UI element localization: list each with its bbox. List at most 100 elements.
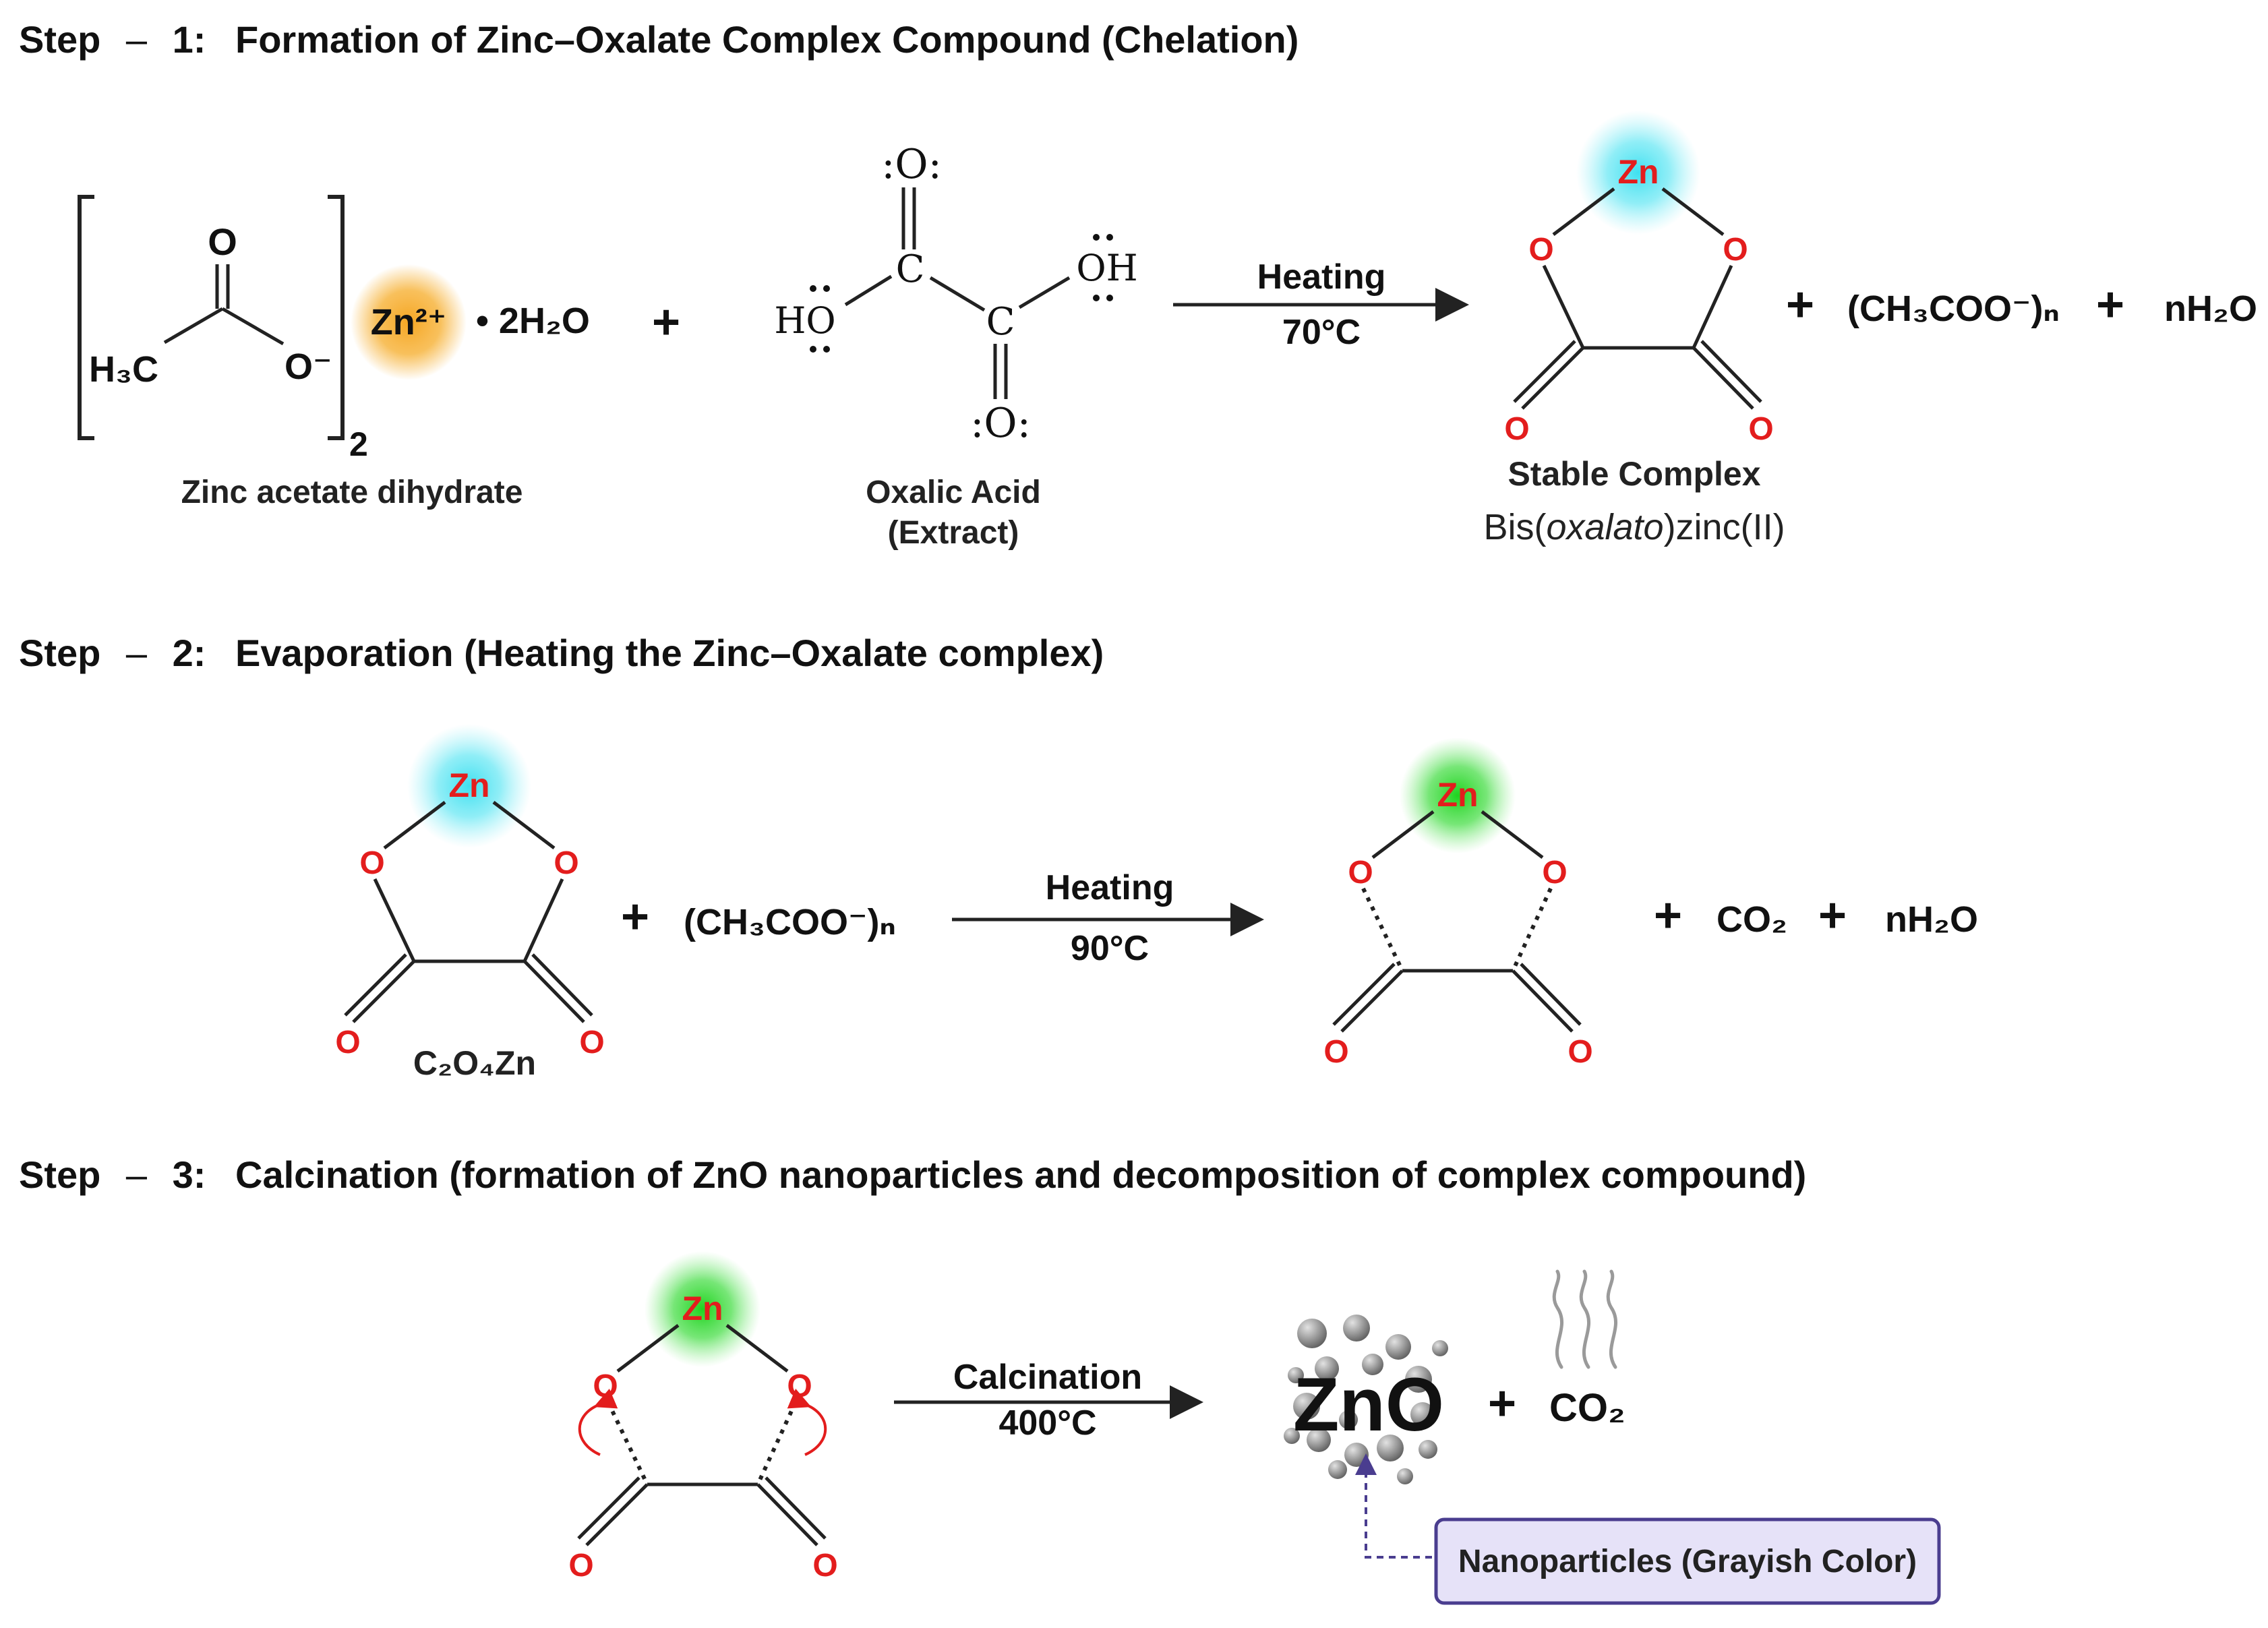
nanoparticle-sphere: [1397, 1468, 1413, 1484]
nanoparticle-sphere: [1339, 1410, 1358, 1429]
zinc-acetate-structure: 2 O H₃C O⁻: [78, 195, 368, 463]
reactant-oxygen-bottom-left: O: [335, 1025, 360, 1060]
product-complex-structure: [1332, 810, 1582, 1033]
plus-sign: +: [652, 295, 680, 349]
nanoparticle-sphere: [1293, 1393, 1320, 1420]
oxalic-carbon-1: C: [896, 247, 925, 291]
step-word: Step: [19, 18, 100, 61]
bond-ch3-c: [163, 307, 224, 344]
carboxylate-oxygen: O⁻: [285, 346, 332, 387]
arrow-3-condition-top: Calcination: [953, 1358, 1142, 1397]
nanoparticle-sphere: [1419, 1440, 1437, 1459]
arrow-3-condition-bottom: 400°C: [998, 1404, 1096, 1443]
zn-complex-glow-green: [1400, 737, 1516, 853]
calcination-oxygen-left: O: [593, 1368, 618, 1404]
arrow-1-condition-top: Heating: [1257, 258, 1386, 297]
nanoparticle-label-box: [1434, 1517, 1941, 1605]
calcination-oxygen-bottom-right: O: [812, 1548, 837, 1584]
step-number: 1:: [173, 18, 206, 61]
step-3: Step – 3: Calcination (formation of ZnO …: [19, 1153, 1941, 1605]
water-product: nH₂O: [1885, 899, 1978, 940]
oxalic-carbon-2: C: [986, 300, 1015, 344]
iupac-prefix: Bis(: [1483, 507, 1546, 547]
plus-sign: +: [1488, 1377, 1516, 1430]
zn-ion: Zn²⁺: [371, 302, 446, 342]
left-bracket: [78, 195, 94, 440]
complex-iupac-name: Bis(oxalato)zinc(II): [1483, 507, 1785, 547]
zn-complex-glow: [1576, 111, 1700, 235]
step-2: Step – 2: Evaporation (Heating the Zinc–…: [19, 632, 1978, 1082]
right-bracket: [328, 195, 345, 440]
calcination-oxygen-bottom-left: O: [568, 1548, 593, 1584]
step-number: 2:: [173, 632, 206, 674]
oxalic-top-oxygen: :O:: [881, 141, 942, 188]
product-oxygen-right: O: [1542, 855, 1567, 891]
plus-sign: +: [1786, 278, 1814, 332]
nanoparticle-sphere: [1410, 1402, 1435, 1426]
nanoparticle-sphere: [1328, 1460, 1347, 1479]
step-dash: –: [126, 18, 148, 61]
plus-sign: +: [621, 890, 649, 944]
oxalic-acid-name-line1: Oxalic Acid: [866, 475, 1041, 510]
step-dash: –: [126, 1153, 148, 1196]
zinc-oxalate-formula: C₂O₄Zn: [413, 1044, 536, 1082]
nanoparticle-leader-line: [1355, 1453, 1432, 1559]
oxalic-acid-structure: :O: C C :O: HO OH: [774, 141, 1137, 447]
bracket-subscript: 2: [349, 425, 368, 463]
product-oxygen-bottom-left: O: [1323, 1034, 1348, 1070]
electron-arrow-right: [787, 1388, 827, 1456]
bond-c1-oh: [844, 274, 893, 307]
lone-pair-dots: [810, 234, 1113, 353]
arrow-2-condition-top: Heating: [1046, 868, 1174, 907]
heat-waves-icon: [1552, 1269, 1618, 1369]
step-title: Calcination (formation of ZnO nanopartic…: [235, 1153, 1806, 1196]
reactant-oxygen-left: O: [359, 845, 384, 881]
step-word: Step: [19, 1153, 100, 1196]
complex-oxygen-left: O: [1528, 232, 1553, 268]
reactant-oxygen-right: O: [554, 845, 578, 881]
complex-zn: Zn: [1617, 153, 1659, 191]
step-title: Formation of Zinc–Oxalate Complex Compou…: [235, 18, 1299, 61]
product-oxygen-left: O: [1348, 855, 1373, 891]
step-3-heading: Step – 3: Calcination (formation of ZnO …: [19, 1153, 1806, 1196]
complex-oxygen-right: O: [1723, 232, 1748, 268]
step-word: Step: [19, 632, 100, 674]
zno-product: ZnO: [1293, 1362, 1444, 1447]
hydrate-water: • 2H₂O: [476, 301, 590, 341]
reactant-zn: Zn: [448, 766, 489, 804]
arrow-1-condition-bottom: 70°C: [1282, 313, 1361, 352]
calcination-zn: Zn: [682, 1290, 723, 1327]
arrow-2-condition-bottom: 90°C: [1071, 929, 1149, 968]
bond-c-o-single: [221, 307, 285, 346]
bond-c1-c2: [929, 276, 986, 312]
co2-product: CO₂: [1549, 1386, 1625, 1430]
nanoparticle-sphere: [1432, 1340, 1448, 1356]
reactant-oxygen-bottom-right: O: [579, 1025, 604, 1060]
iupac-italic: oxalato: [1546, 507, 1663, 547]
calcination-oxygen-right: O: [787, 1368, 812, 1404]
complex-oxygen-bottom-left: O: [1504, 411, 1529, 447]
nanoparticle-cluster-icon: [1284, 1315, 1448, 1484]
zn-complex-glow-green: [645, 1251, 760, 1367]
step-1-heading: Step – 1: Formation of Zinc–Oxalate Comp…: [19, 18, 1299, 61]
hydroxyl-right: OH: [1076, 247, 1137, 289]
oxalic-acid-name-line2: (Extract): [888, 515, 1019, 551]
co2-product: CO₂: [1717, 899, 1787, 940]
nanoparticle-sphere: [1343, 1315, 1370, 1341]
nanoparticle-sphere: [1377, 1435, 1404, 1461]
step-title: Evaporation (Heating the Zinc–Oxalate co…: [235, 632, 1104, 674]
bond-c2-oh: [1018, 276, 1071, 309]
iupac-suffix: )zinc(II): [1664, 507, 1785, 547]
carbonyl-oxygen: O: [208, 220, 237, 263]
step-2-heading: Step – 2: Evaporation (Heating the Zinc–…: [19, 632, 1104, 674]
step-1: Step – 1: Formation of Zinc–Oxalate Comp…: [19, 18, 2257, 551]
electron-arrow-left: [578, 1388, 618, 1456]
oxalic-bottom-oxygen: :O:: [970, 400, 1031, 447]
nanoparticle-sphere: [1385, 1334, 1411, 1360]
acetate-reactant: (CH₃COO⁻)ₙ: [684, 902, 896, 942]
nanoparticle-sphere: [1405, 1366, 1432, 1393]
zinc-acetate-name: Zinc acetate dihydrate: [181, 475, 523, 510]
step-number: 3:: [173, 1153, 206, 1196]
stable-complex-label: Stable Complex: [1508, 455, 1760, 493]
